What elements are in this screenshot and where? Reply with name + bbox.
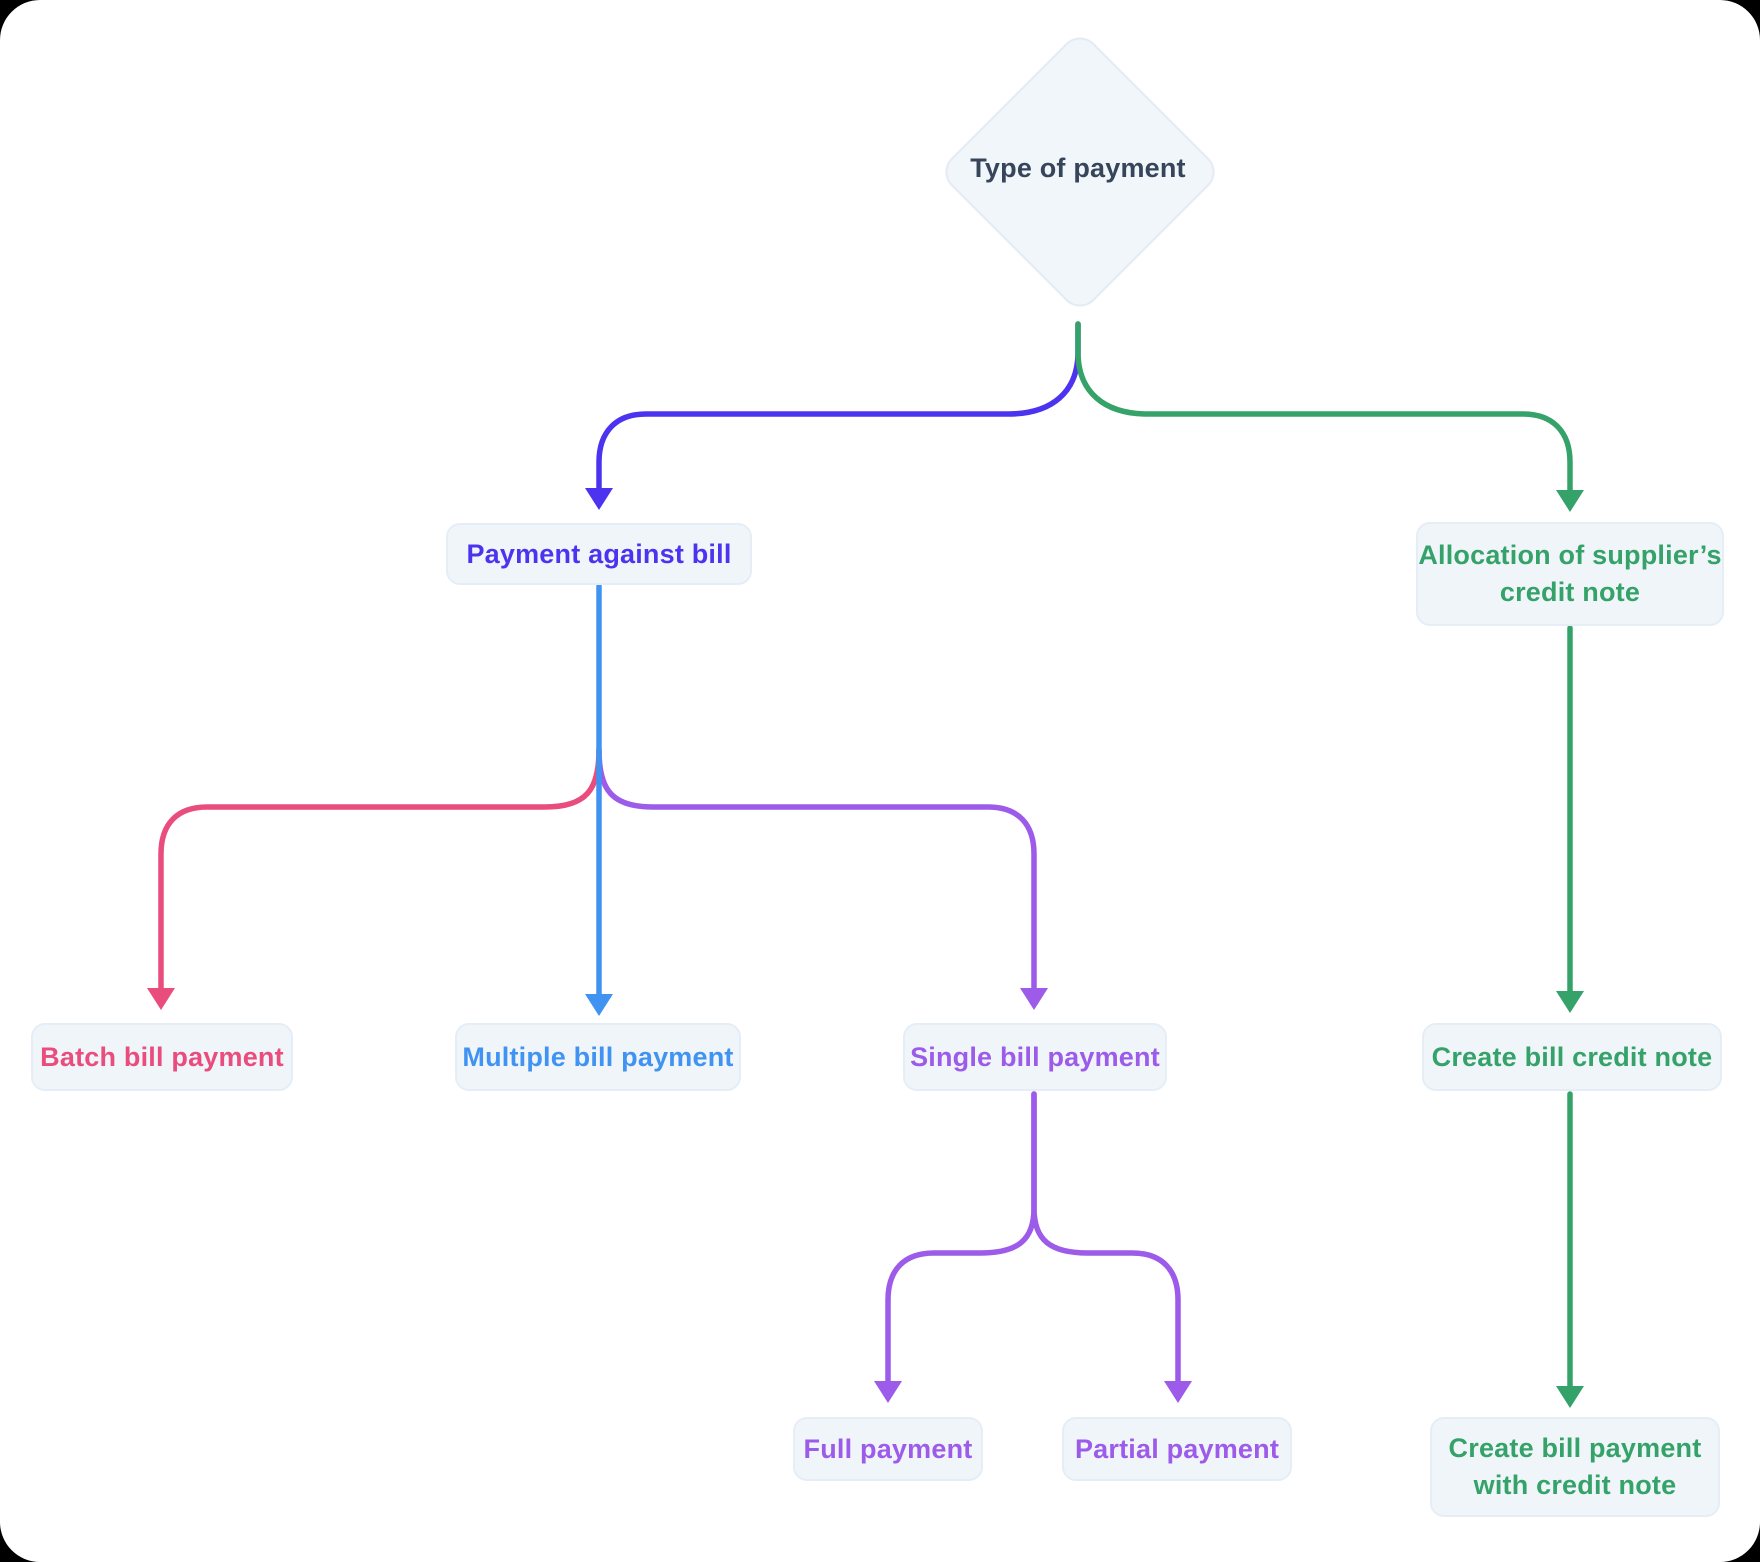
flow-node-single-bill-payment: Single bill payment <box>903 1023 1167 1091</box>
edge-payment-to-single <box>596 747 1037 993</box>
arrowhead-payment-against-bill <box>585 488 613 510</box>
arrowhead-create-credit-note <box>1556 991 1584 1013</box>
arrowhead-allocation-credit-note <box>1556 490 1584 512</box>
flow-node-multiple-bill-payment: Multiple bill payment <box>455 1023 741 1091</box>
arrowhead-partial-payment <box>1164 1381 1192 1403</box>
arrowhead-multiple <box>585 994 613 1016</box>
arrowhead-single <box>1020 988 1048 1010</box>
flow-node-batch-bill-payment: Batch bill payment <box>31 1023 293 1091</box>
arrowhead-full-payment <box>874 1381 902 1403</box>
flow-node-full-payment: Full payment <box>793 1417 983 1481</box>
flow-node-type-of-payment: Type of payment <box>970 153 1186 183</box>
edge-payment-to-batch <box>158 747 602 993</box>
edge-single-to-full <box>885 1091 1037 1386</box>
flow-node-create-bill-credit-note: Create bill credit note <box>1422 1023 1722 1091</box>
edge-root-to-payment-against-bill <box>596 321 1081 493</box>
flow-node-allocation-of-suppliers-credit-note: Allocation of supplier’s credit note <box>1416 522 1724 626</box>
arrowhead-create-bill-payment <box>1556 1386 1584 1408</box>
edge-single-to-partial <box>1031 1091 1181 1386</box>
flow-node-partial-payment: Partial payment <box>1062 1417 1292 1481</box>
edge-root-to-allocation-credit-note <box>1075 321 1573 495</box>
flow-node-create-bill-payment-with-credit-note: Create bill payment with credit note <box>1430 1417 1720 1517</box>
arrowhead-batch <box>147 988 175 1010</box>
flow-node-payment-against-bill: Payment against bill <box>446 523 752 585</box>
